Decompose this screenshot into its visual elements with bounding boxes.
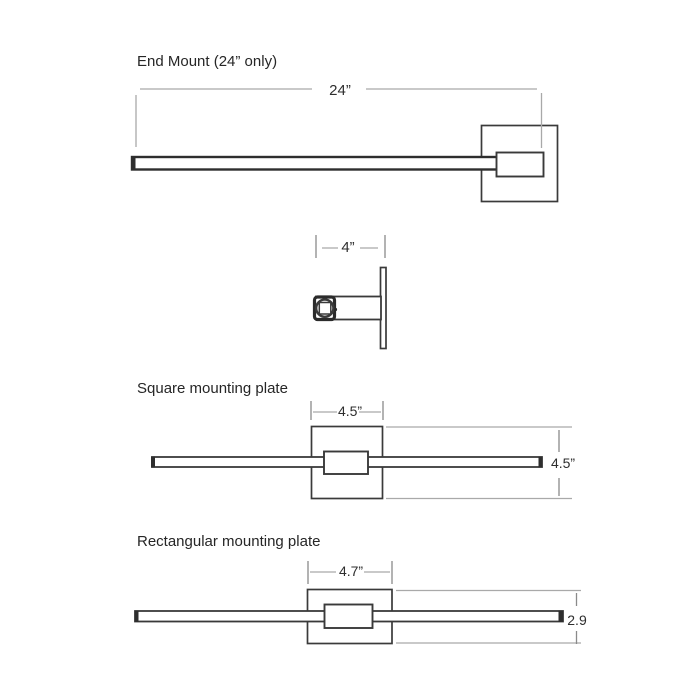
square-plate-width-label: 4.5” bbox=[338, 403, 362, 419]
square-plate-bar-left-cap bbox=[151, 456, 155, 468]
square-plate-driver-box bbox=[323, 450, 369, 475]
end-mount-dim-extensions bbox=[135, 93, 543, 148]
side-view-drawing: 4” bbox=[312, 235, 387, 350]
end-mount-drawing: 24” bbox=[130, 82, 559, 203]
square-plate-title: Square mounting plate bbox=[137, 380, 288, 397]
square-plate-width-dim-ticks bbox=[310, 401, 384, 420]
rect-plate-driver-box bbox=[323, 603, 374, 629]
rect-plate-bar-left-cap bbox=[134, 610, 139, 622]
rect-plate-title: Rectangular mounting plate bbox=[137, 533, 321, 550]
side-view-depth-label: 4” bbox=[341, 239, 354, 256]
square-plate-height-label: 4.5” bbox=[551, 455, 575, 471]
end-mount-driver-box bbox=[495, 151, 545, 178]
end-mount-length-label: 24” bbox=[329, 82, 351, 99]
rect-plate-height-extensions bbox=[396, 589, 581, 644]
rect-plate-drawing: 4.7” 2.9 bbox=[134, 561, 587, 645]
end-mount-light-bar bbox=[130, 155, 500, 171]
rect-plate-width-dim-ticks bbox=[307, 561, 393, 584]
end-mount-title: End Mount (24” only) bbox=[137, 53, 278, 70]
square-plate-bar-right-cap bbox=[538, 456, 543, 468]
rect-plate-width-label: 4.7” bbox=[339, 563, 363, 579]
side-view-tube-square bbox=[318, 301, 332, 315]
square-plate-height-extensions bbox=[386, 426, 572, 500]
rect-plate-height-label: 2.9 bbox=[567, 612, 587, 628]
side-view-set-screw-dot bbox=[333, 307, 338, 312]
side-view-dim-ticks bbox=[315, 235, 386, 258]
end-mount-bar-left-cap bbox=[131, 156, 136, 171]
square-plate-drawing: 4.5” 4.5” bbox=[151, 401, 575, 500]
rect-plate-bar-right-cap bbox=[558, 610, 563, 622]
